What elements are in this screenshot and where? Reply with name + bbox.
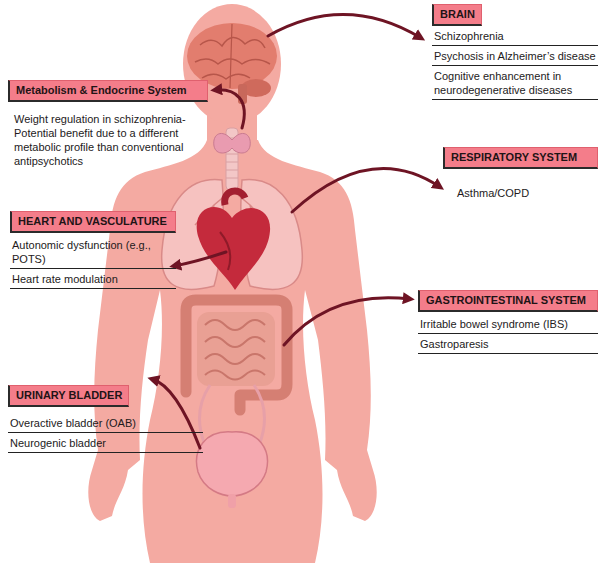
indication-text: Psychosis in Alzheimer’s disease	[432, 46, 598, 66]
pointer-arrows	[268, 14, 421, 38]
indication-text: Heart rate modulation	[10, 269, 176, 289]
category-box: HEART AND VASCULATUREAutonomic dysfuncti…	[10, 211, 176, 289]
category-heading: BRAIN	[432, 4, 482, 26]
body-silhouette	[88, 140, 376, 563]
bladder-organ	[197, 432, 268, 496]
indication-text: Overactive bladder (OAB)	[8, 413, 203, 433]
indication-text: Cognitive enhancement in neurodegenerati…	[432, 66, 598, 100]
indication-text: Neurogenic bladder	[8, 433, 203, 453]
category-box: Metabolism & Endocrine SystemWeight regu…	[8, 80, 208, 170]
category-heading: URINARY BLADDER	[8, 385, 129, 407]
brain-organ	[195, 59, 270, 64]
body-silhouette	[183, 4, 281, 124]
category-box: BRAINSchizophreniaPsychosis in Alzheimer…	[432, 4, 598, 100]
category-box: RESPIRATORY SYSTEM Asthma/COPD	[443, 147, 598, 202]
category-heading: GASTROINTESTINAL SYSTEM	[418, 290, 598, 312]
pointer-arrows	[215, 90, 244, 128]
lungs-organ	[162, 180, 303, 290]
heart-organ	[225, 191, 245, 205]
category-heading: HEART AND VASCULATURE	[10, 211, 176, 233]
pointer-arrows	[152, 379, 200, 448]
intestine-organ	[186, 300, 287, 410]
brain-organ	[202, 74, 250, 79]
heart-organ	[197, 191, 270, 290]
intestine-organ	[205, 320, 265, 380]
thyroid-trachea	[214, 133, 251, 153]
brain-organ	[230, 24, 232, 88]
category-box: GASTROINTESTINAL SYSTEMIrritable bowel s…	[418, 290, 598, 354]
brain-organ	[200, 37, 265, 48]
pointer-arrows	[292, 168, 440, 212]
indication-text: Schizophrenia	[432, 26, 598, 46]
indication-text: Irritable bowel syndrome (IBS)	[418, 314, 598, 334]
indication-text: Autonomic dysfunction (e.g., POTS)	[10, 235, 176, 269]
bladder-organ	[197, 385, 268, 508]
intestine-organ	[197, 312, 275, 386]
category-heading: Metabolism & Endocrine System	[8, 80, 208, 102]
intestine-organ	[186, 300, 287, 410]
pointer-arrows	[174, 252, 226, 266]
bladder-organ	[228, 494, 236, 508]
category-box: URINARY BLADDER Overactive bladder (OAB)N…	[8, 385, 203, 453]
heart-organ	[197, 207, 270, 290]
pointer-arrows	[284, 298, 410, 345]
category-heading: RESPIRATORY SYSTEM	[443, 147, 598, 169]
indication-text: Gastroparesis	[418, 334, 598, 354]
indication-text: Weight regulation in schizophrenia- Pote…	[12, 109, 208, 170]
indication-text: Asthma/COPD	[455, 183, 598, 202]
